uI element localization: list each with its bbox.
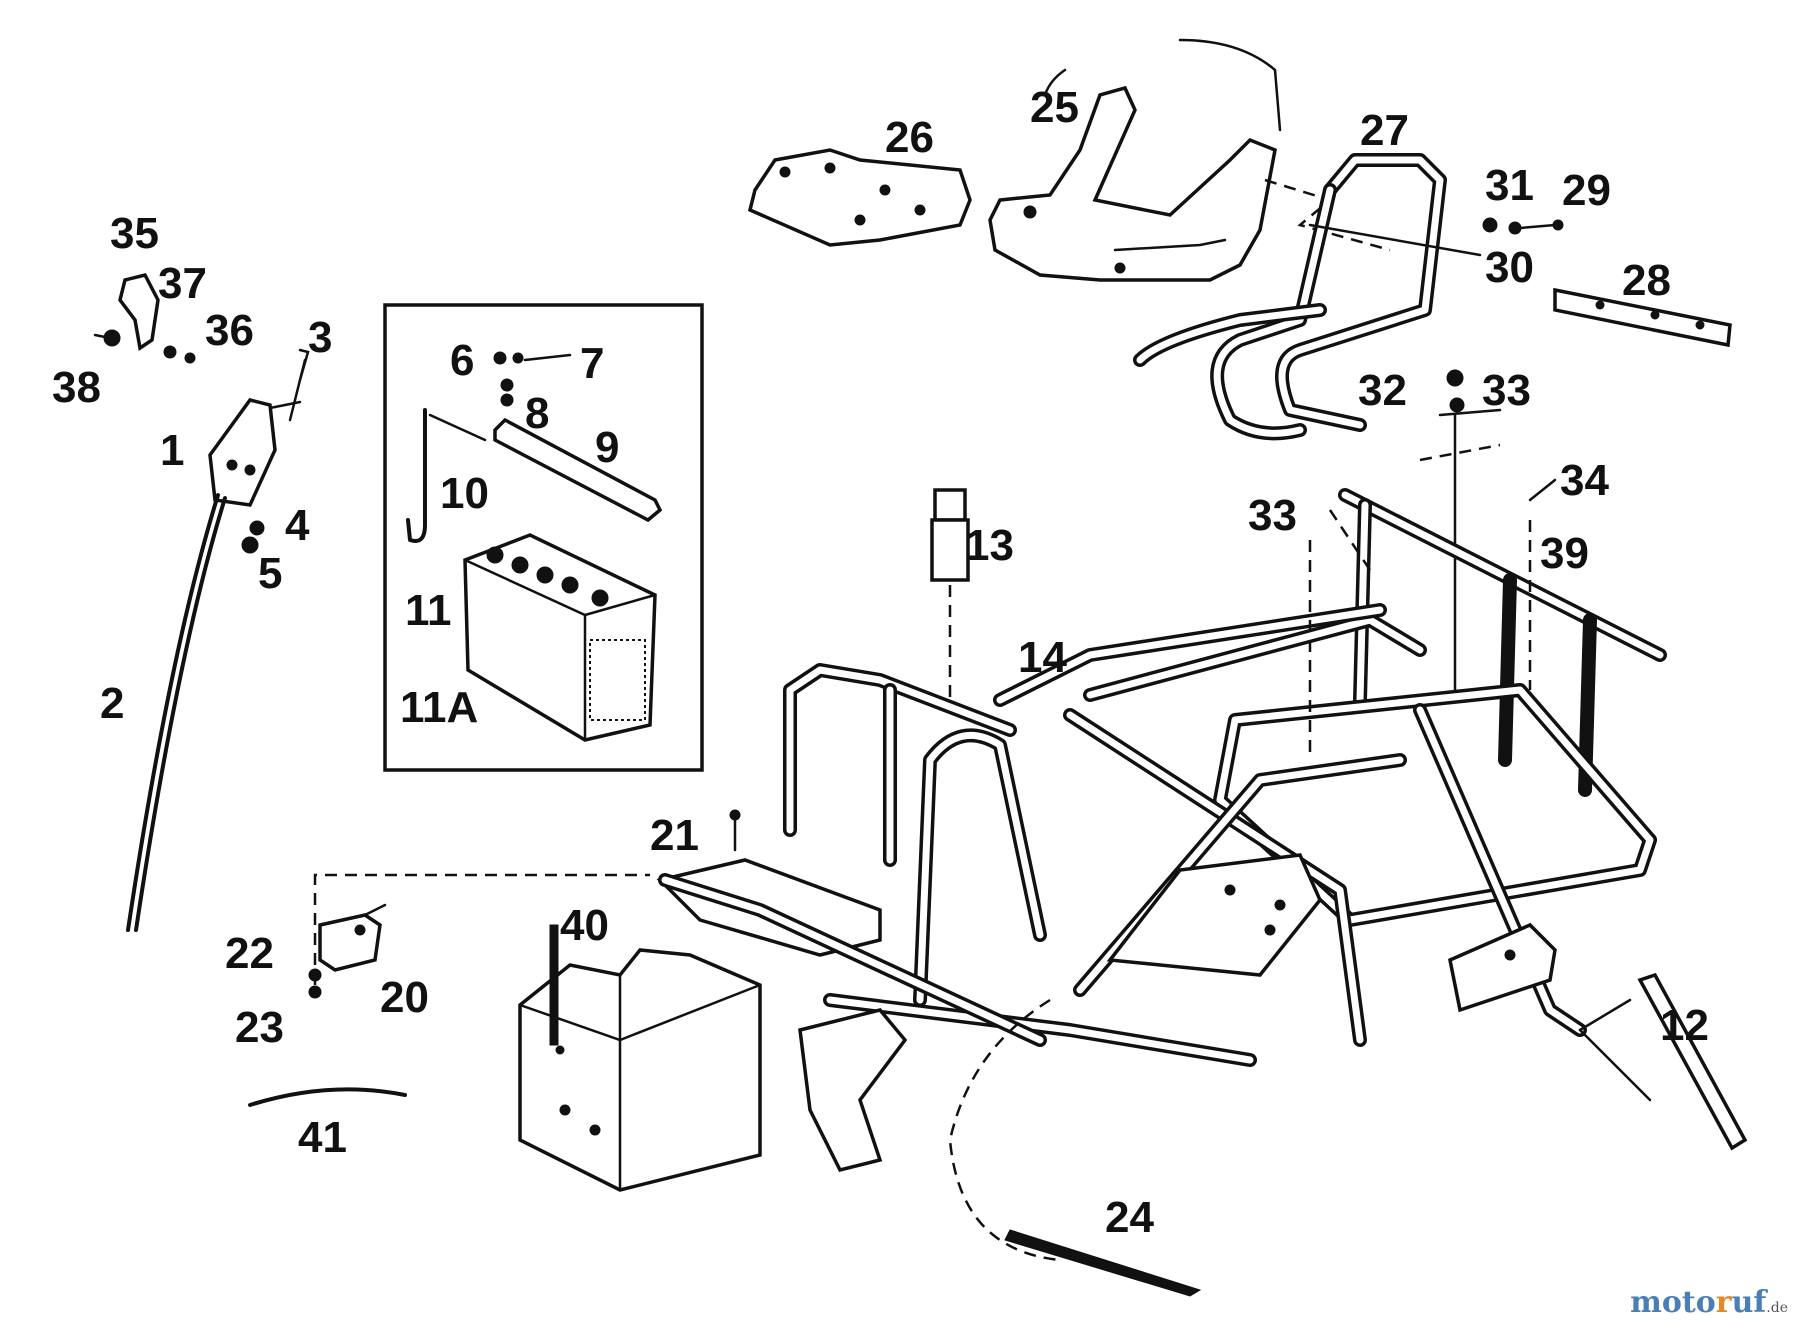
label-11A: 11A [400, 683, 478, 732]
label-7: 7 [580, 339, 604, 388]
label-5: 5 [258, 549, 282, 598]
part-labels: 1 2 3 4 5 6 7 8 9 10 11 11A 12 13 14 20 … [52, 83, 1709, 1242]
label-27: 27 [1360, 106, 1409, 155]
label-29: 29 [1562, 166, 1611, 215]
bracket-and-cable-drawing [126, 348, 310, 932]
label-21: 21 [650, 811, 699, 860]
motoruf-watermark: motoruf.de [1630, 1285, 1788, 1320]
label-13: 13 [965, 521, 1014, 570]
label-37: 37 [158, 259, 207, 308]
lever-assembly-drawing [93, 272, 196, 364]
label-4: 4 [285, 501, 310, 550]
seat-bolt-hardware [1308, 217, 1564, 257]
label-20: 20 [380, 973, 429, 1022]
label-22: 22 [225, 929, 274, 978]
bolt-40-drawing [549, 924, 559, 1046]
label-32: 32 [1358, 366, 1407, 415]
label-8: 8 [525, 389, 549, 438]
seat-pan-drawing [747, 148, 972, 247]
switch-20-drawing [308, 873, 650, 999]
label-2: 2 [100, 679, 124, 728]
label-14: 14 [1018, 633, 1067, 682]
label-11: 11 [405, 586, 452, 635]
label-3: 3 [308, 313, 332, 362]
label-34: 34 [1560, 456, 1609, 505]
label-12: 12 [1660, 1001, 1709, 1050]
label-33-frame: 33 [1248, 491, 1297, 540]
seat-frame-drawing [1133, 153, 1447, 441]
guide-lines [1308, 478, 1557, 760]
label-1: 1 [160, 426, 184, 475]
bolt-21-drawing [729, 809, 741, 852]
label-26: 26 [885, 113, 934, 162]
label-10: 10 [440, 469, 489, 518]
label-6: 6 [450, 336, 474, 385]
battery-inset [383, 303, 704, 772]
main-frame-drawing [518, 488, 1667, 1192]
trim-strip-41-drawing [248, 1087, 407, 1107]
label-31: 31 [1485, 161, 1534, 210]
label-23: 23 [235, 1003, 284, 1052]
label-28: 28 [1622, 256, 1671, 305]
label-25: 25 [1030, 83, 1079, 132]
ignition-switch-drawing [930, 488, 970, 710]
seat-rail-drawing [1553, 287, 1732, 348]
label-39: 39 [1540, 529, 1589, 578]
grab-bar-drawing [1578, 972, 1748, 1151]
label-36: 36 [205, 306, 254, 355]
label-35: 35 [110, 209, 159, 258]
label-38: 38 [52, 363, 101, 412]
trim-strip-24-drawing [948, 998, 1202, 1297]
label-30: 30 [1485, 243, 1534, 292]
label-41: 41 [298, 1113, 347, 1162]
label-33-top: 33 [1482, 366, 1531, 415]
seat-drawing [988, 38, 1391, 282]
label-24: 24 [1105, 1193, 1154, 1242]
label-40: 40 [560, 901, 609, 950]
label-9: 9 [595, 423, 619, 472]
